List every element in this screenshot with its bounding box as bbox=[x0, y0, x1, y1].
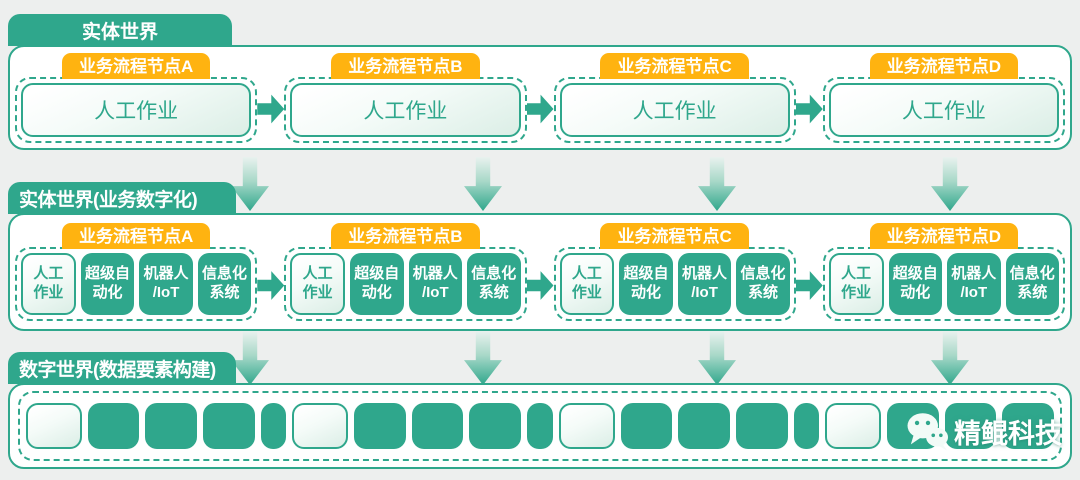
manual-work-box: 人工作业 bbox=[559, 82, 790, 137]
hyperautomation-box: 超级自 动化 bbox=[619, 253, 673, 315]
layer1-flow-row: 业务流程节点A 人工作业 业务流程节点B 人工作业 业务流程节点C 人工作业 bbox=[10, 47, 1070, 148]
layer1-title: 实体世界 bbox=[81, 21, 158, 43]
node-dashed-frame: 人工 作业 超级自 动化 机器人 /IoT 信息化 系统 bbox=[284, 247, 527, 321]
hyperautomation-box: 超级自 动化 bbox=[888, 253, 943, 315]
manual-work-box: 人工 作业 bbox=[21, 253, 76, 315]
layer1-node-d: 业务流程节点D 人工作业 bbox=[822, 52, 1065, 143]
data-square bbox=[793, 403, 820, 449]
data-square bbox=[202, 403, 255, 449]
layer3-title-tab: 数字世界(数据要素构建) bbox=[8, 352, 236, 384]
flow-arrow-right-icon bbox=[795, 271, 823, 300]
information-system-box: 信息化 系统 bbox=[197, 253, 252, 315]
brand-name: 精鲲科技 bbox=[954, 418, 1062, 449]
flow-arrow-right-icon bbox=[257, 271, 285, 300]
layer3-title: 数字世界(数据要素构建) bbox=[19, 359, 216, 381]
layer1-node-a: 业务流程节点A 人工作业 bbox=[15, 52, 258, 143]
node-label: 业务流程节点D bbox=[869, 223, 1019, 249]
layer2-title-tab: 实体世界(业务数字化) bbox=[8, 182, 236, 214]
manual-work-box: 人工作业 bbox=[21, 82, 252, 137]
hyperautomation-box: 超级自 动化 bbox=[80, 253, 135, 315]
node-label: 业务流程节点A bbox=[61, 52, 211, 79]
node-label: 业务流程节点B bbox=[331, 223, 480, 249]
data-square bbox=[527, 403, 553, 449]
layer2-node-d: 业务流程节点D 人工 作业 超级自 动化 机器人 /IoT 信息化 系统 bbox=[822, 223, 1065, 321]
node-label: 业务流程节点C bbox=[600, 52, 749, 79]
flow-arrow-down-icon bbox=[231, 331, 269, 385]
layer2-flow-row: 业务流程节点A 人工 作业 超级自 动化 机器人 /IoT 信息化 系统 业务流… bbox=[10, 215, 1070, 329]
layer2-node-b: 业务流程节点B 人工 作业 超级自 动化 机器人 /IoT 信息化 系统 bbox=[284, 223, 527, 321]
information-system-box: 信息化 系统 bbox=[1005, 253, 1060, 315]
layer1-container: 业务流程节点A 人工作业 业务流程节点B 人工作业 业务流程节点C 人工作业 bbox=[8, 45, 1072, 150]
node-dashed-frame: 人工 作业 超级自 动化 机器人 /IoT 信息化 系统 bbox=[822, 247, 1065, 321]
manual-work-box: 人工 作业 bbox=[290, 253, 346, 315]
node-label: 业务流程节点A bbox=[61, 223, 211, 249]
data-square bbox=[469, 403, 522, 449]
flow-arrow-down-icon bbox=[231, 157, 269, 211]
hyperautomation-box: 超级自 动化 bbox=[350, 253, 404, 315]
node-dashed-frame: 人工 作业 超级自 动化 机器人 /IoT 信息化 系统 bbox=[553, 247, 796, 321]
manual-work-box: 人工 作业 bbox=[828, 253, 884, 315]
flow-arrow-down-icon bbox=[698, 331, 736, 385]
manual-work-box: 人工 作业 bbox=[559, 253, 615, 315]
robot-iot-box: 机器人 /IoT bbox=[947, 253, 1001, 315]
flow-arrow-down-icon bbox=[931, 157, 969, 211]
layer1-node-b: 业务流程节点B 人工作业 bbox=[284, 52, 527, 143]
flow-arrow-down-icon bbox=[931, 331, 969, 385]
node-dashed-frame: 人工作业 bbox=[822, 76, 1065, 143]
node-dashed-frame: 人工作业 bbox=[284, 76, 527, 143]
flow-arrow-right-icon bbox=[795, 94, 823, 124]
node-dashed-frame: 人工 作业 超级自 动化 机器人 /IoT 信息化 系统 bbox=[15, 247, 258, 321]
data-square bbox=[1002, 403, 1054, 449]
layer2-title: 实体世界(业务数字化) bbox=[19, 189, 198, 211]
layer2-node-a: 业务流程节点A 人工 作业 超级自 动化 机器人 /IoT 信息化 系统 bbox=[15, 223, 258, 321]
data-square bbox=[292, 403, 349, 449]
data-square bbox=[87, 403, 140, 449]
data-square bbox=[944, 403, 997, 449]
data-square bbox=[26, 403, 82, 449]
robot-iot-box: 机器人 /IoT bbox=[408, 253, 463, 315]
layer1-title-tab: 实体世界 bbox=[8, 14, 232, 46]
layer3-container bbox=[8, 383, 1072, 469]
data-square bbox=[260, 403, 287, 449]
flow-arrow-right-icon bbox=[526, 94, 554, 124]
node-dashed-frame: 人工作业 bbox=[553, 76, 796, 143]
data-square bbox=[145, 403, 197, 449]
brand-watermark: 精鲲科技 bbox=[905, 411, 1062, 451]
layer3-strip-wrap bbox=[10, 385, 1070, 467]
robot-iot-box: 机器人 /IoT bbox=[139, 253, 193, 315]
flow-arrow-down-icon bbox=[464, 331, 502, 385]
layer1-node-c: 业务流程节点C 人工作业 bbox=[553, 52, 796, 143]
information-system-box: 信息化 系统 bbox=[467, 253, 521, 315]
layer2-container: 业务流程节点A 人工 作业 超级自 动化 机器人 /IoT 信息化 系统 业务流… bbox=[8, 213, 1072, 331]
data-square bbox=[558, 403, 615, 449]
node-dashed-frame: 人工作业 bbox=[15, 76, 258, 143]
data-square bbox=[678, 403, 730, 449]
manual-work-box: 人工作业 bbox=[290, 82, 521, 137]
wechat-icon bbox=[907, 413, 948, 451]
information-system-box: 信息化 系统 bbox=[736, 253, 790, 315]
squares-strip bbox=[18, 391, 1062, 461]
flow-arrow-right-icon bbox=[526, 271, 554, 300]
manual-work-box: 人工作业 bbox=[828, 82, 1059, 137]
node-label: 业务流程节点C bbox=[600, 223, 749, 249]
data-square bbox=[825, 403, 882, 449]
layer2-node-c: 业务流程节点C 人工 作业 超级自 动化 机器人 /IoT 信息化 系统 bbox=[553, 223, 796, 321]
flow-arrow-down-icon bbox=[464, 157, 502, 211]
data-square bbox=[620, 403, 673, 449]
data-square bbox=[411, 403, 464, 449]
data-square bbox=[354, 403, 406, 449]
flow-arrow-down-icon bbox=[698, 157, 736, 211]
flow-arrow-right-icon bbox=[257, 94, 285, 124]
node-label: 业务流程节点B bbox=[331, 52, 480, 79]
robot-iot-box: 机器人 /IoT bbox=[677, 253, 732, 315]
node-label: 业务流程节点D bbox=[869, 52, 1019, 79]
data-square bbox=[735, 403, 788, 449]
